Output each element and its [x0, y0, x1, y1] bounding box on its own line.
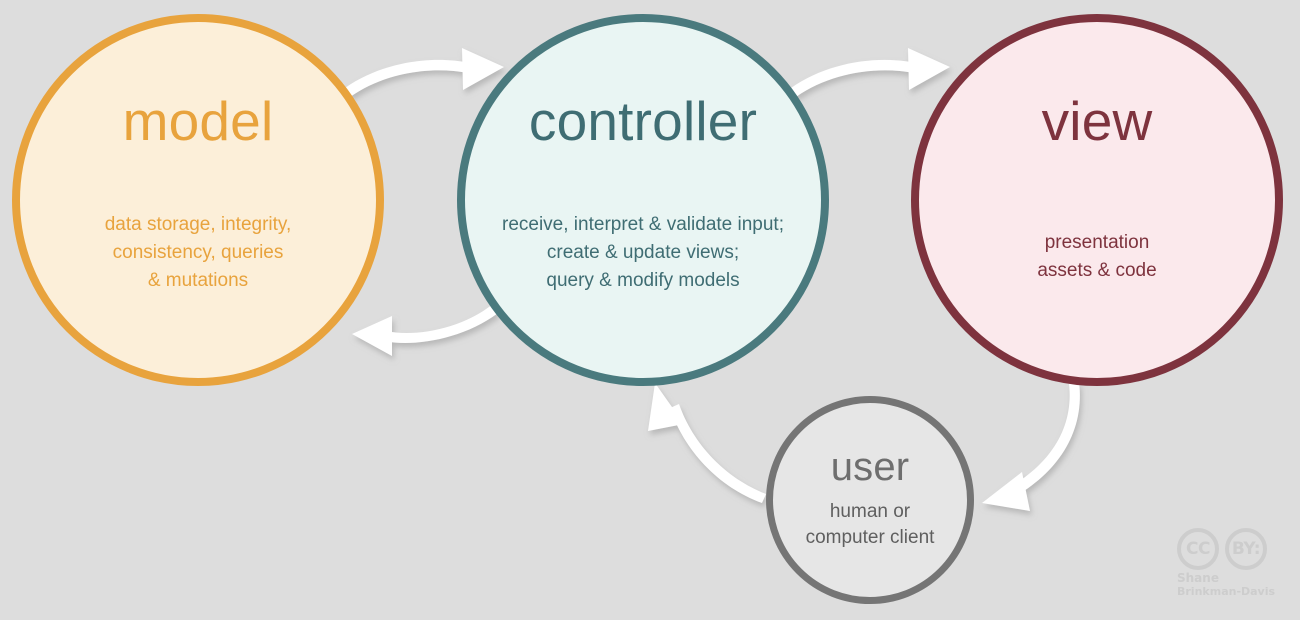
node-controller-description: receive, interpret & validate input; cre…: [502, 211, 784, 295]
node-controller-description-line: query & modify models: [546, 270, 740, 291]
arrow-controller-to-view: [791, 48, 950, 97]
author-first-name: Shane: [1177, 571, 1219, 585]
node-model-title: model: [122, 90, 274, 152]
author-attribution: Shane Brinkman-Davis: [1177, 571, 1289, 599]
node-model-description-line: data storage, integrity,: [104, 214, 292, 235]
attribution-icon: BY:: [1225, 528, 1267, 570]
node-controller[interactable]: controller receive, interpret & validate…: [457, 14, 829, 386]
node-model-description: data storage, integrity, consistency, qu…: [105, 211, 292, 295]
arrow-model-to-controller: [345, 48, 504, 97]
node-user[interactable]: user human or computer client: [766, 396, 974, 604]
node-view-description-line: presentation: [1044, 232, 1150, 253]
creative-commons-badge: CC BY: Shane Brinkman-Davis: [1177, 528, 1289, 604]
arrow-user-to-controller: [648, 383, 766, 503]
node-user-title: user: [830, 445, 910, 489]
creative-commons-icon: CC: [1177, 528, 1219, 570]
arrow-view-to-user: [982, 382, 1080, 511]
node-user-description-line: human or: [829, 501, 911, 522]
node-user-description: human or computer client: [806, 499, 935, 551]
node-model-description-line: consistency, queries: [112, 242, 284, 263]
arrow-controller-to-model: [352, 304, 498, 356]
node-view-title: view: [1041, 90, 1153, 152]
node-view-description: presentation assets & code: [1037, 229, 1156, 285]
author-last-name: Brinkman-Davis: [1177, 585, 1276, 598]
cc-badge-icons: CC BY:: [1177, 528, 1289, 570]
node-model-description-line: & mutations: [147, 270, 249, 291]
node-controller-title: controller: [528, 90, 758, 152]
node-view[interactable]: view presentation assets & code: [911, 14, 1283, 386]
node-controller-description-line: create & update views;: [546, 242, 740, 263]
node-model[interactable]: model data storage, integrity, consisten…: [12, 14, 384, 386]
node-controller-description-line: receive, interpret & validate input;: [502, 214, 784, 235]
node-user-description-line: computer client: [805, 527, 935, 548]
node-view-description-line: assets & code: [1037, 260, 1157, 281]
